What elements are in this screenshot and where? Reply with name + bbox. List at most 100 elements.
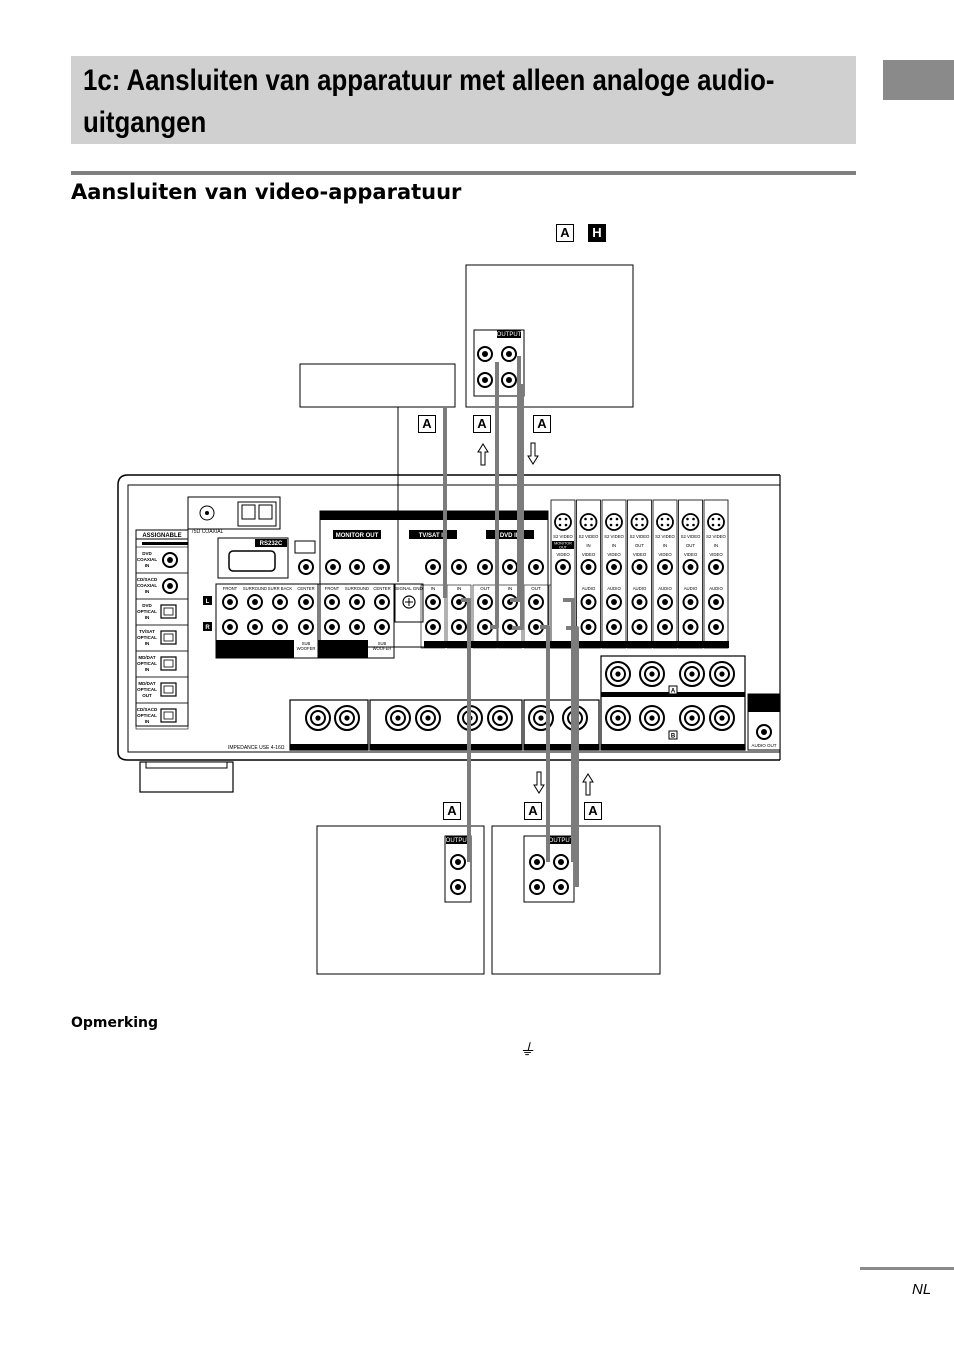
subwoofer-label: WOOFER bbox=[373, 646, 392, 651]
rca-jack-center bbox=[560, 564, 566, 570]
rca-jack-center bbox=[379, 599, 385, 605]
footer-language: NL bbox=[912, 1281, 932, 1298]
rca-jack-center bbox=[611, 599, 617, 605]
digital-input-cell bbox=[135, 702, 189, 730]
s2video-top-label: S2 VIDEO bbox=[579, 534, 599, 539]
s2video-top-label: S2 VIDEO bbox=[681, 534, 701, 539]
s2video-pin bbox=[558, 517, 562, 521]
s2video-low-label: VIDEO bbox=[709, 552, 723, 557]
s2video-mid-label: IN bbox=[612, 543, 616, 548]
speaker-terminals: AB bbox=[289, 655, 746, 751]
column-label: OUT bbox=[480, 586, 490, 591]
s2video-pin bbox=[609, 523, 613, 527]
rca-jack-center bbox=[611, 624, 617, 630]
s2video-pin bbox=[686, 523, 689, 527]
s2video-top-label: S2 VIDEO bbox=[630, 534, 650, 539]
s2video-pin bbox=[660, 523, 664, 527]
s2video-pin bbox=[641, 523, 644, 527]
subwoofer-label: SUB bbox=[378, 641, 387, 646]
s2video-low-label: VIDEO bbox=[633, 552, 647, 557]
rca-jack-center bbox=[662, 599, 668, 605]
top-output-label: OUTPUT bbox=[497, 332, 522, 338]
audio-bottom-bar bbox=[424, 641, 574, 648]
rs232c-port: RS232C bbox=[217, 537, 289, 579]
bottom-right-output-label: OUTPUT bbox=[549, 838, 574, 844]
signal-gnd-label: SIGNAL GND bbox=[395, 586, 423, 591]
rca-jack-center bbox=[167, 557, 173, 563]
rca-jack-center bbox=[227, 599, 233, 605]
s2video-pin bbox=[692, 517, 695, 521]
cable-bottom-left bbox=[461, 598, 471, 862]
s2video-low-label: VIDEO bbox=[582, 552, 596, 557]
digital-input-label: OPTICAL bbox=[137, 635, 157, 640]
page-title-line-1: 1c: Aansluiten van apparatuur met alleen… bbox=[83, 64, 775, 97]
column-label: IN bbox=[431, 586, 436, 591]
s2video-low-label: VIDEO bbox=[684, 552, 698, 557]
subwoofer-label: SUB bbox=[302, 641, 311, 646]
rca-jack-center bbox=[687, 599, 694, 605]
column-label: IN bbox=[508, 586, 513, 591]
rca-jack-center bbox=[662, 624, 668, 630]
s2video-mid-label: OUT bbox=[635, 543, 644, 548]
monitor-out-bg bbox=[552, 541, 574, 549]
digital-input-label: MD/DAT bbox=[138, 681, 155, 686]
speaker-terminal-center bbox=[615, 671, 621, 677]
rca-jack-center bbox=[585, 599, 592, 605]
digital-input-label: CD/SACD bbox=[137, 707, 158, 712]
speaker-a-marker bbox=[668, 685, 678, 695]
group-header-label: TV/SAT IN bbox=[419, 533, 448, 539]
multich-label: SURR BACK bbox=[268, 586, 293, 591]
digital-input-label: OPTICAL bbox=[137, 609, 157, 614]
s2video-pin bbox=[711, 523, 715, 527]
digital-input-label: IN bbox=[145, 719, 150, 724]
cable-marker-a: A bbox=[443, 802, 461, 820]
s2video-pin bbox=[615, 523, 619, 527]
s2video-pin bbox=[609, 517, 613, 521]
audio-out: AUDIO OUT bbox=[747, 693, 781, 751]
rca-jack-center bbox=[329, 599, 335, 605]
audio-out-label: AUDIO OUT bbox=[751, 743, 776, 748]
speaker-terminal-center bbox=[344, 715, 350, 721]
optical-port-inner bbox=[163, 685, 174, 694]
s2video-pin bbox=[717, 523, 721, 527]
s2video-pin bbox=[692, 523, 695, 527]
title-banner: 1c: Aansluiten van apparatuur met alleen… bbox=[71, 56, 856, 144]
audio-label: AUDIO bbox=[607, 586, 621, 591]
s2video-jack bbox=[554, 513, 572, 531]
s2video-pin bbox=[641, 517, 644, 521]
speaker-terminal-center bbox=[497, 715, 503, 721]
speaker-terminal-center bbox=[689, 715, 695, 721]
speaker-b-marker bbox=[668, 730, 678, 740]
rca-jack-center bbox=[303, 624, 309, 630]
s2video-mid-label: MONITOR bbox=[554, 542, 572, 546]
page-title: 1c: Aansluiten van apparatuur met alleen… bbox=[83, 60, 775, 144]
rca-jack-center bbox=[507, 624, 513, 630]
rca-jack-center bbox=[430, 564, 436, 570]
rca-jack-center bbox=[252, 599, 258, 605]
ground-symbol: ⏚ bbox=[519, 1042, 536, 1059]
cable-bottom-right-1 bbox=[540, 625, 550, 862]
cable-top-left bbox=[490, 362, 499, 629]
s2video-pin bbox=[615, 517, 619, 521]
digital-input-label: DVD bbox=[142, 603, 152, 608]
rca-jack-center bbox=[354, 624, 360, 630]
bottom-left-device-jacks: OUTPUT bbox=[444, 835, 472, 903]
column-label: IN bbox=[457, 586, 462, 591]
chapter-tab bbox=[883, 60, 954, 100]
ir-port bbox=[294, 540, 316, 554]
cable-ref-h: H bbox=[588, 224, 606, 242]
cable-marker-a: A bbox=[584, 802, 602, 820]
bottom-left-output-label: OUTPUT bbox=[446, 838, 471, 844]
section-title: Aansluiten van video-apparatuur bbox=[71, 180, 462, 204]
optical-port-inner bbox=[163, 633, 174, 642]
rca-jack-center bbox=[713, 564, 719, 570]
speaker-terminal-center bbox=[649, 671, 655, 677]
audio-label: AUDIO bbox=[633, 586, 647, 591]
s2video-pin bbox=[660, 517, 664, 521]
s2video-pin bbox=[717, 517, 721, 521]
rca-jack-center bbox=[303, 564, 309, 570]
digital-input-label: OPTICAL bbox=[137, 687, 157, 692]
s2video-low-label: VIDEO bbox=[658, 552, 672, 557]
s2video-pin bbox=[564, 523, 568, 527]
